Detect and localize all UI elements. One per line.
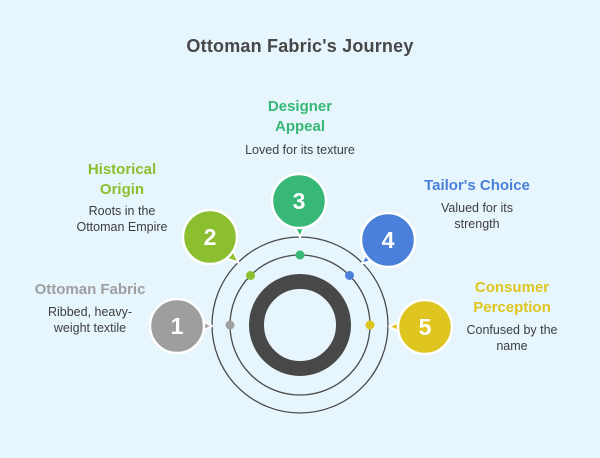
step-3-badge-circle [270, 172, 328, 230]
step-1-dot [225, 320, 235, 330]
step-description: Confused by the name [466, 323, 558, 353]
step-4-badge-circle [359, 211, 417, 269]
step-badge-4: 4 [359, 211, 417, 269]
step-badge-3: 3 [270, 172, 328, 238]
step-description: Loved for its texture [245, 143, 355, 157]
step-badge-2: 2 [181, 208, 240, 266]
page-title: Ottoman Fabric's Journey [186, 36, 414, 56]
step-description: Valued for its strength [440, 201, 514, 231]
step-3-dot [295, 250, 305, 260]
step-description: Ribbed, heavy-weight textile [47, 305, 133, 335]
step-label-designer-appeal: Designer Appeal Loved for its texture [230, 97, 370, 158]
step-label-consumer-perception: Consumer Perception Confused by the name [442, 278, 582, 354]
step-5-number: 5 [419, 314, 432, 340]
step-description: Roots in the Ottoman Empire [76, 204, 168, 234]
step-heading: Ottoman Fabric [34, 281, 146, 298]
step-5-badge-circle [396, 298, 454, 356]
step-4-dot [345, 271, 354, 280]
step-1-number: 1 [171, 313, 184, 339]
step-badge-5: 5 [388, 298, 454, 356]
step-badge-1: 1 [148, 297, 213, 355]
step-4-number: 4 [382, 227, 395, 253]
step-2-number: 2 [204, 224, 217, 250]
step-heading: Tailor's Choice [424, 177, 530, 194]
step-heading: Historical Origin [87, 161, 157, 198]
center-ring [249, 274, 351, 376]
step-heading: Designer Appeal [267, 98, 333, 135]
step-label-ottoman-fabric: Ottoman Fabric Ribbed, heavy-weight text… [15, 280, 165, 336]
step-2-dot [246, 271, 255, 280]
step-label-historical-origin: Historical Origin Roots in the Ottoman E… [52, 160, 192, 235]
step-1-badge-circle [148, 297, 206, 355]
step-heading: Consumer Perception [473, 279, 551, 316]
step-3-number: 3 [293, 188, 306, 214]
step-label-tailors-choice: Tailor's Choice Valued for its strength [407, 176, 547, 232]
step-2-badge-circle [181, 208, 239, 266]
step-5-dot [365, 320, 375, 330]
